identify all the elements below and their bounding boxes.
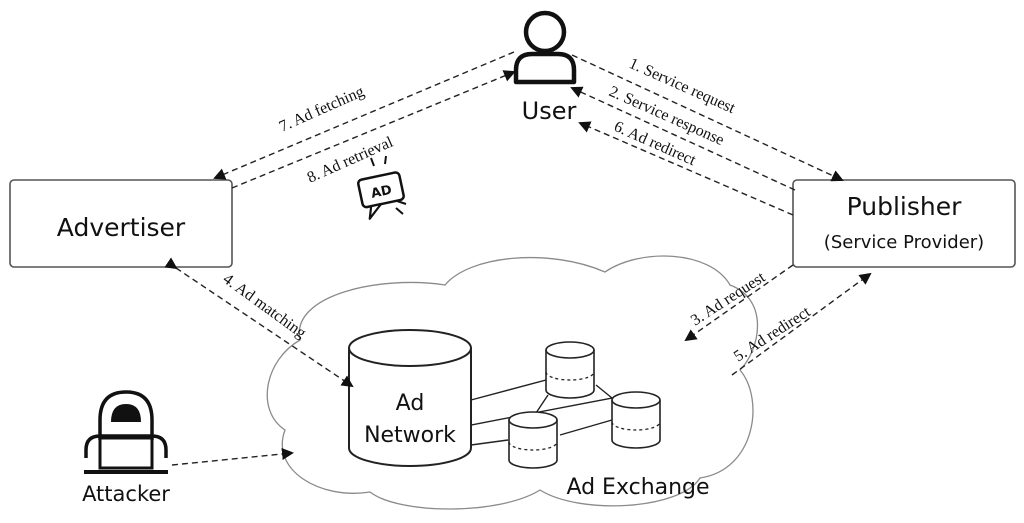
attacker-label: Attacker bbox=[82, 482, 170, 506]
advertiser-label: Advertiser bbox=[57, 213, 186, 242]
ad-network-label-line2: Network bbox=[364, 423, 456, 448]
user-label: User bbox=[522, 97, 577, 125]
ad-exchange-cloud bbox=[266, 255, 759, 510]
exchange-database-icon bbox=[508, 411, 558, 469]
publisher-label: Publisher bbox=[847, 192, 962, 221]
publisher-sublabel: (Service Provider) bbox=[824, 232, 984, 253]
edge-ad-request bbox=[684, 264, 794, 342]
advertiser-box[interactable] bbox=[9, 179, 233, 268]
edge-attacker bbox=[171, 448, 294, 466]
edge-ad-matching bbox=[164, 257, 354, 388]
edge-service-response bbox=[570, 86, 796, 191]
edge-label-ad-matching: 4. Ad matching bbox=[220, 270, 309, 341]
ad-network-database-icon bbox=[348, 329, 472, 467]
publisher-box[interactable] bbox=[792, 179, 1016, 268]
ad-badge-icon: AD bbox=[357, 155, 407, 220]
edge-label-ad-fetching: 7. Ad fetching bbox=[277, 83, 367, 136]
edge-label-ad-redirect-publisher: 5. Ad redirect bbox=[731, 303, 814, 365]
attacker-icon bbox=[84, 390, 168, 474]
user-icon bbox=[513, 10, 577, 85]
edge-ad-retrieval bbox=[231, 70, 516, 189]
exchange-database-icon bbox=[611, 391, 661, 449]
ad-network-label-line1: Ad bbox=[396, 391, 425, 416]
ad-badge-text: AD bbox=[370, 183, 394, 202]
edge-service-request bbox=[571, 54, 844, 182]
edge-ad-redirect-publisher bbox=[731, 272, 872, 376]
edge-ad-redirect-user bbox=[578, 121, 794, 216]
edge-ad-fetching bbox=[213, 51, 515, 180]
ad-exchange-label: Ad Exchange bbox=[566, 475, 709, 500]
exchange-database-icon bbox=[545, 341, 595, 399]
